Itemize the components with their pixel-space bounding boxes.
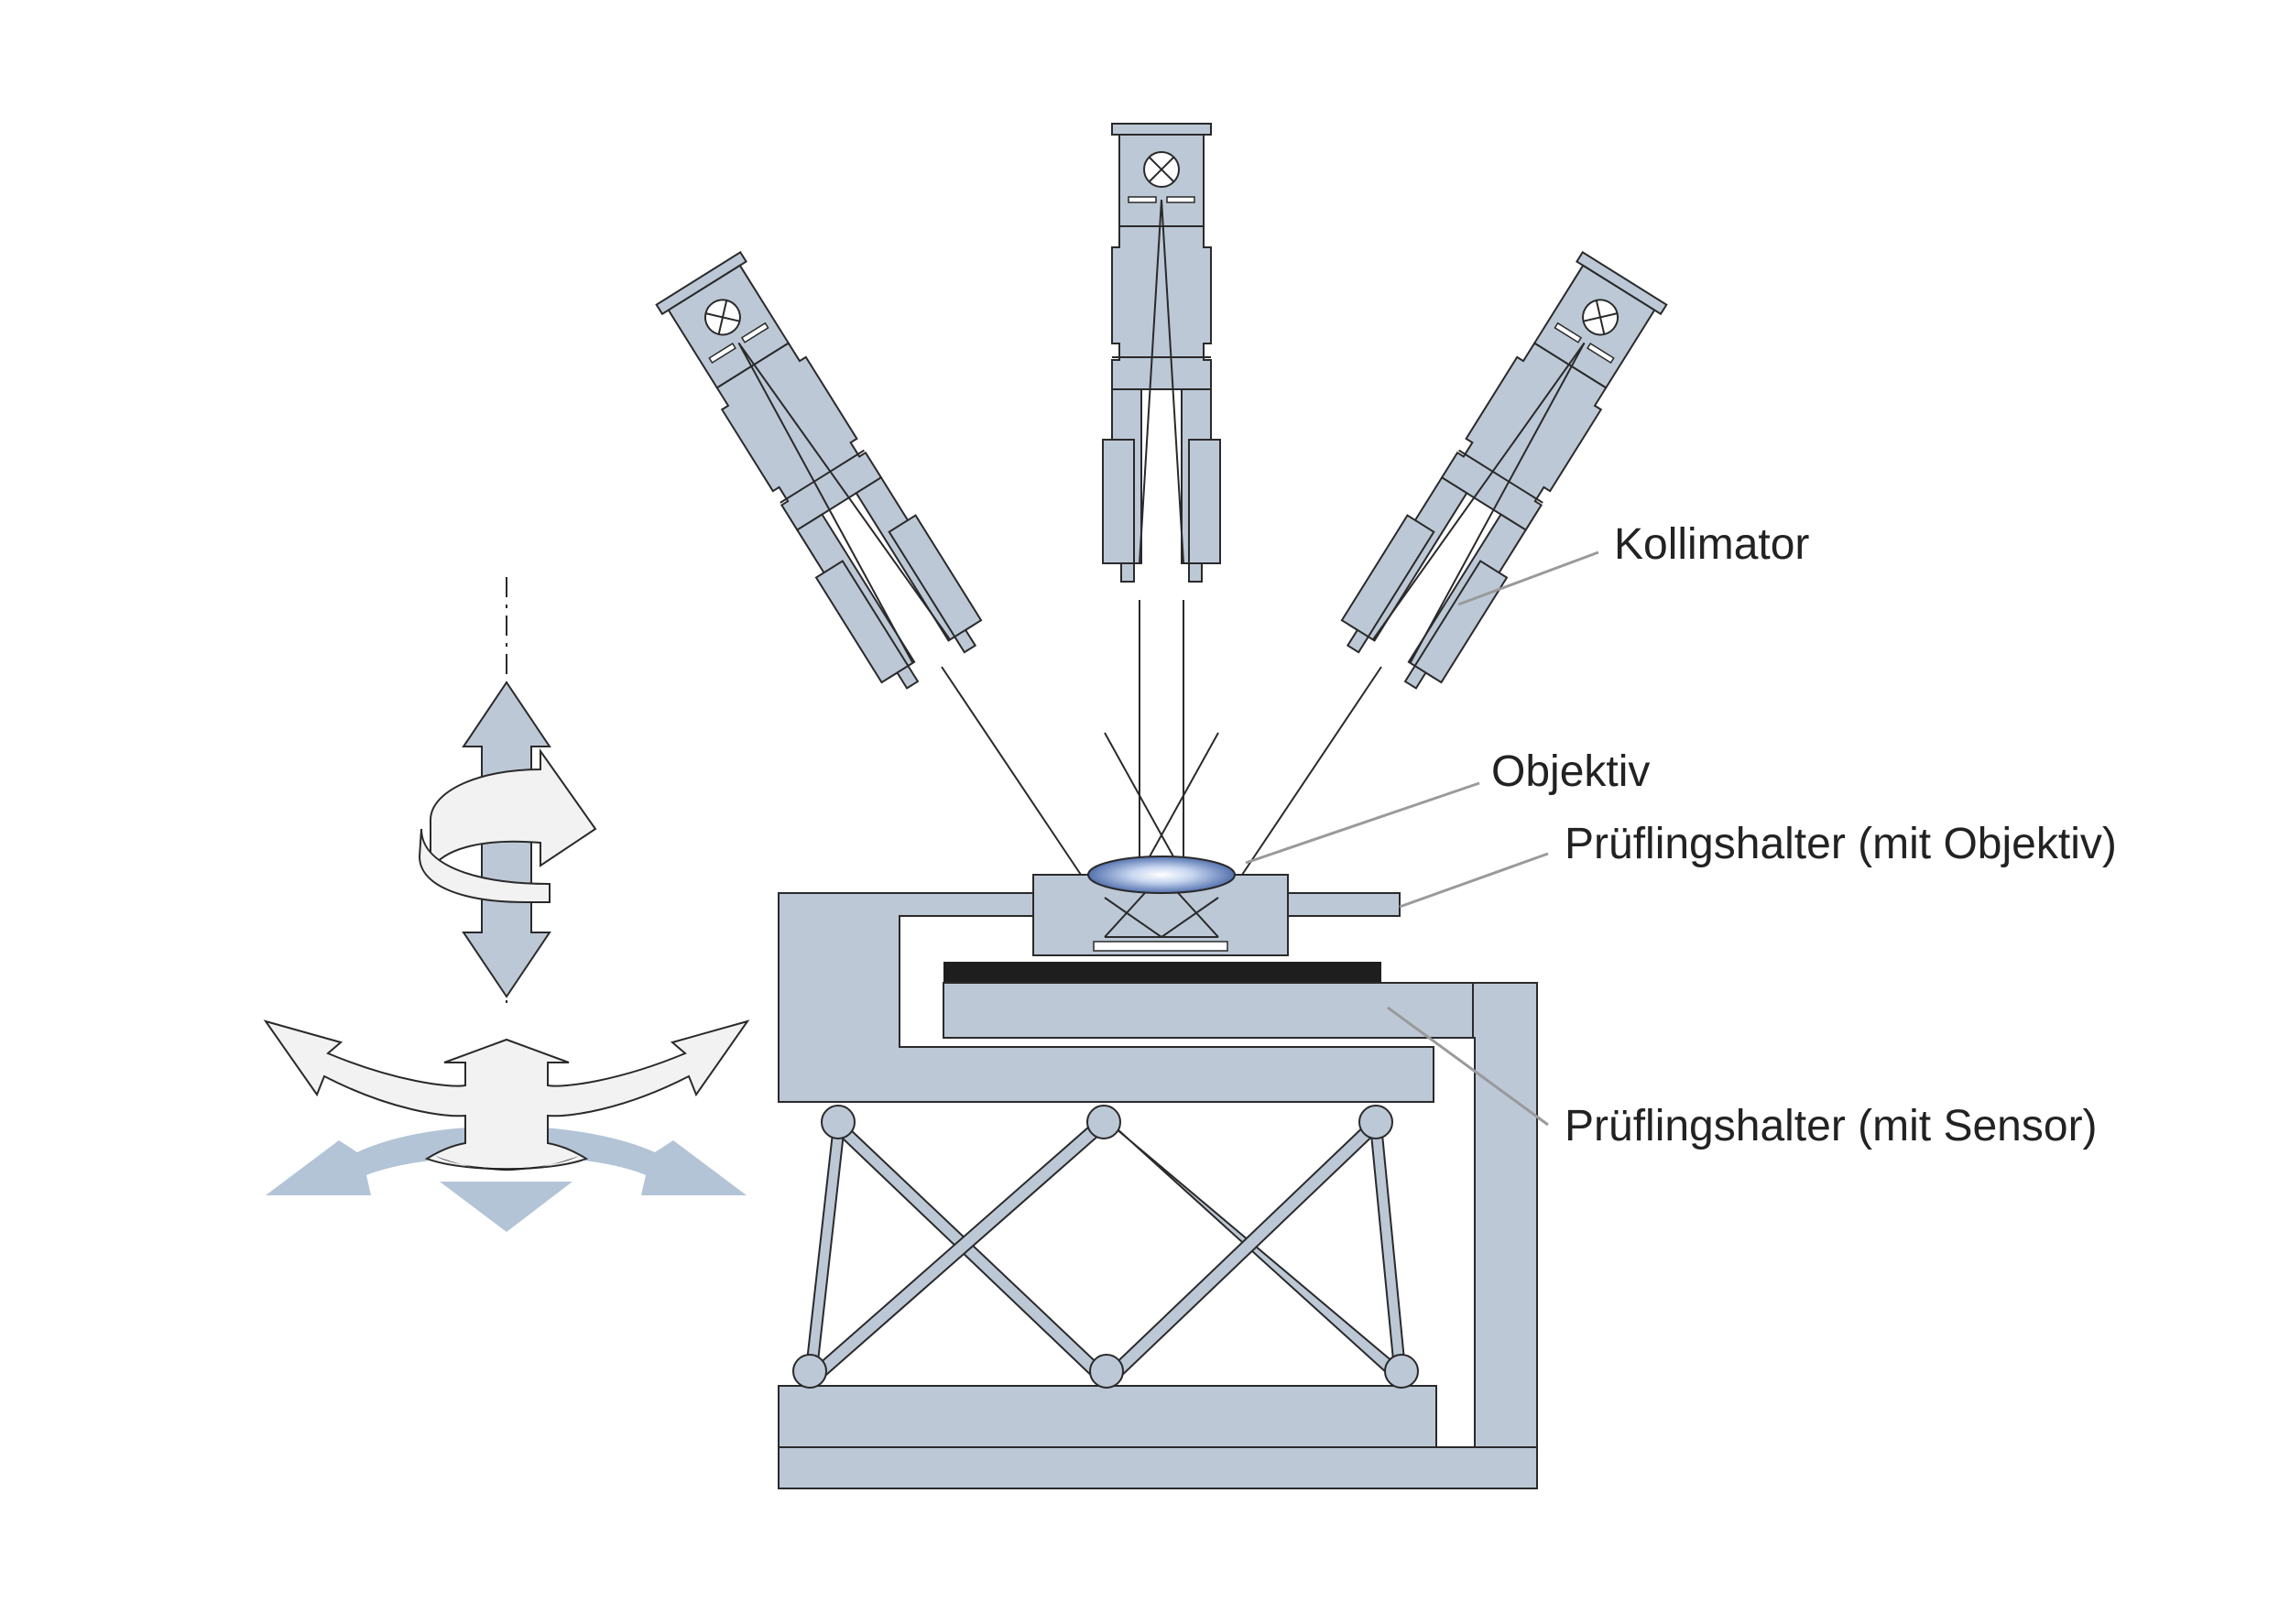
motion-axes-icon — [263, 577, 750, 1232]
label-holder-lens: Prüflingshalter (mit Objektiv) — [1565, 820, 2117, 868]
sensor-holder-frame — [778, 892, 1538, 1489]
label-lens: Objektiv — [1491, 747, 1650, 796]
collimator-left — [648, 246, 992, 699]
collimator-right — [1331, 246, 1675, 699]
beam-lines — [941, 600, 1382, 876]
collimator-center — [1102, 123, 1221, 583]
lens-element — [1087, 856, 1236, 894]
hexapod-legs — [804, 1117, 1407, 1383]
image-sensor — [943, 962, 1381, 982]
label-collimator: Kollimator — [1614, 520, 1809, 569]
leader-lines — [1245, 550, 1599, 1127]
label-holder-sensor: Prüflingshalter (mit Sensor) — [1565, 1102, 2098, 1150]
hexapod-joints — [792, 1105, 1419, 1389]
